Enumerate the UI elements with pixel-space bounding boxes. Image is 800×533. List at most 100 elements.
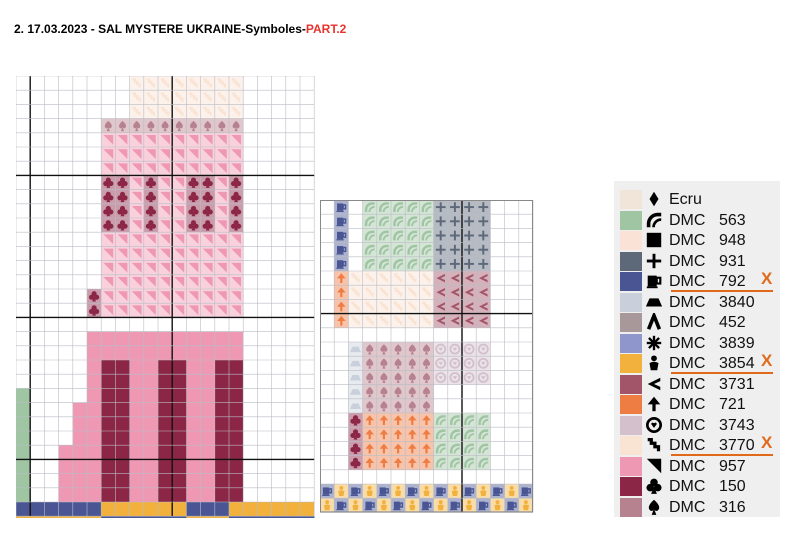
stitch-club-icon xyxy=(115,175,130,190)
stitch-cell xyxy=(158,345,173,361)
stitch-corner-triangle-icon xyxy=(158,147,173,162)
stitch-stairs-icon xyxy=(229,90,244,105)
stitch-cell xyxy=(172,345,187,361)
stitch-corner-triangle-icon xyxy=(101,161,116,176)
stitch-cell xyxy=(143,402,159,418)
legend-swatch xyxy=(620,456,642,476)
stitch-cell xyxy=(44,502,59,517)
stitch-cell xyxy=(172,445,187,460)
stitch-arrow-up-icon xyxy=(419,441,434,456)
legend-brand: DMC xyxy=(669,498,706,516)
stitch-quarter-arc-icon xyxy=(462,427,477,442)
stitch-cell xyxy=(115,473,130,489)
stitch-corner-triangle-icon xyxy=(214,303,229,318)
legend-code: 3731 xyxy=(719,375,755,393)
stitch-cross-icon xyxy=(462,214,477,229)
stitch-stairs-icon xyxy=(362,271,377,286)
stitch-spade-icon xyxy=(391,370,406,385)
stitch-quarter-arc-icon xyxy=(376,256,391,271)
stitch-corner-triangle-icon xyxy=(115,232,130,247)
stitch-quarter-arc-icon xyxy=(462,441,477,456)
stitch-quarter-arc-icon xyxy=(433,413,448,428)
stitch-mug-icon xyxy=(334,242,349,257)
stitch-stairs-icon xyxy=(348,271,363,286)
cross-icon xyxy=(646,253,662,268)
legend-code: 957 xyxy=(719,457,746,475)
stitch-chevron-left-icon xyxy=(433,313,448,328)
stitch-corner-triangle-icon xyxy=(158,260,173,275)
stitch-cell xyxy=(129,487,145,503)
stitch-corner-triangle-icon xyxy=(158,218,173,233)
stitch-club-icon xyxy=(186,189,201,204)
legend-brand: DMC xyxy=(669,457,706,475)
legend-brand: DMC xyxy=(669,293,706,311)
stitch-cell xyxy=(16,487,31,503)
stitch-stairs-icon xyxy=(158,104,173,119)
stitch-stairs-icon xyxy=(214,104,229,119)
stitch-corner-triangle-icon xyxy=(143,260,158,275)
stitch-trapezoid-icon xyxy=(348,370,363,385)
stitch-heart-ring-icon xyxy=(433,342,448,357)
stitch-spade-icon xyxy=(419,342,434,357)
stitch-corner-triangle-icon xyxy=(186,303,201,318)
legend-swatch xyxy=(620,374,642,394)
stitch-cell xyxy=(129,345,145,361)
stitch-cell xyxy=(143,388,159,403)
stitch-heart-ring-icon xyxy=(476,342,491,357)
stitch-quarter-arc-icon xyxy=(391,214,406,229)
legend-code: 948 xyxy=(719,232,746,249)
stitch-cell xyxy=(72,445,88,460)
stitch-quarter-arc-icon xyxy=(433,441,448,456)
stitch-cross-icon xyxy=(476,214,491,229)
stitch-corner-triangle-icon xyxy=(214,274,229,289)
stitch-quarter-arc-icon xyxy=(433,455,448,470)
stitch-cell xyxy=(200,459,216,474)
stitch-cross-icon xyxy=(476,242,491,257)
stitch-cell xyxy=(186,431,201,446)
stitch-heart-ring-icon xyxy=(447,342,462,357)
stitch-arrow-up-icon xyxy=(391,413,406,428)
stitch-corner-triangle-icon xyxy=(229,303,244,318)
stitch-corner-triangle-icon xyxy=(129,147,144,162)
stitch-heart-ring-icon xyxy=(433,356,448,371)
stitch-stairs-icon xyxy=(129,76,144,91)
stitch-cross-icon xyxy=(433,228,448,243)
stitch-quarter-arc-icon xyxy=(447,427,462,442)
stitch-cell xyxy=(115,402,130,418)
stitch-quarter-arc-icon xyxy=(476,427,491,442)
legend-brand: DMC xyxy=(669,355,706,372)
stitch-cell xyxy=(129,416,145,432)
stitch-cell xyxy=(300,516,315,518)
stitch-club-icon xyxy=(115,203,130,218)
legend-strike-line xyxy=(671,454,773,456)
legend-code: 931 xyxy=(719,252,746,270)
stitch-corner-triangle-icon xyxy=(172,175,187,190)
legend-swatch xyxy=(620,436,642,455)
stitch-cell xyxy=(115,445,130,460)
stitch-cell xyxy=(158,473,173,489)
stitch-club-icon xyxy=(348,427,363,442)
stitch-stairs-icon xyxy=(391,271,406,286)
stitch-stairs-icon xyxy=(129,90,144,105)
stitch-quarter-arc-icon xyxy=(405,214,420,229)
stitch-corner-triangle-icon xyxy=(214,260,229,275)
stitch-club-icon xyxy=(101,189,116,204)
stitch-spade-icon xyxy=(362,356,377,371)
stitch-cell xyxy=(16,473,31,489)
legend-brand: DMC xyxy=(669,273,706,290)
stitch-cell xyxy=(257,502,272,517)
stitch-chevron-left-icon xyxy=(476,285,491,300)
stitch-cell xyxy=(200,502,216,517)
stitch-stairs-icon xyxy=(229,104,244,119)
legend-code: 3743 xyxy=(719,416,755,434)
stitch-cell xyxy=(214,388,230,403)
stitch-cell xyxy=(101,487,116,503)
stitch-corner-triangle-icon xyxy=(158,246,173,261)
stitch-mug-icon xyxy=(334,228,349,243)
